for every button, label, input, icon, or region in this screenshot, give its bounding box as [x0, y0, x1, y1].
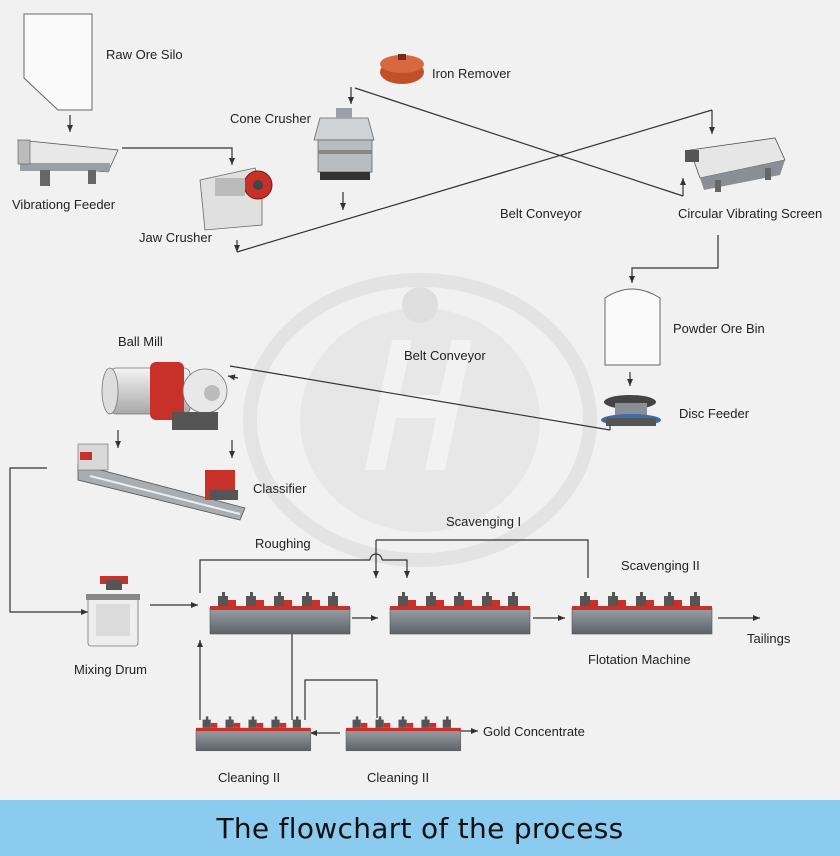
process-flowchart — [9, 13, 786, 752]
ore-bin-icon — [604, 288, 661, 366]
cone-crusher-icon — [313, 108, 375, 180]
label-scavenging-1: Scavenging I — [446, 514, 522, 529]
label-gold-concentrate: Gold Concentrate — [483, 724, 585, 739]
footer-banner: The flowchart of the process — [0, 800, 840, 856]
classifier-icon — [77, 443, 246, 521]
label-raw-ore-silo: Raw Ore Silo — [106, 47, 183, 62]
label-jaw-crusher: Jaw Crusher — [139, 230, 212, 245]
label-cone-crusher: Cone Crusher — [230, 111, 311, 126]
label-mixing-drum: Mixing Drum — [74, 662, 147, 677]
label-disc-feeder: Disc Feeder — [679, 406, 750, 421]
disc-feeder-icon — [601, 395, 661, 426]
vibrating-feeder-icon — [17, 139, 119, 186]
label-belt-conveyor-top: Belt Conveyor — [500, 206, 582, 221]
label-classifier: Classifier — [253, 481, 307, 496]
label-ball-mill: Ball Mill — [118, 334, 163, 349]
watermark-logo — [243, 273, 597, 567]
label-cleaning-left: Cleaning II — [218, 770, 281, 785]
flow-lines — [9, 87, 760, 736]
label-scavenging-2: Scavenging II — [621, 558, 700, 573]
label-roughing: Roughing — [255, 536, 311, 551]
footer-title: The flowchart of the process — [216, 811, 624, 845]
flotation-cell-icon — [195, 591, 713, 752]
iron-remover-icon — [380, 54, 424, 84]
mixing-drum-icon — [86, 576, 140, 647]
label-tailings: Tailings — [747, 631, 791, 646]
silo-icon — [23, 13, 93, 111]
label-cleaning-right: Cleaning II — [367, 770, 430, 785]
label-vibrating-feeder: Vibrationg Feeder — [12, 197, 116, 212]
label-flotation-machine: Flotation Machine — [588, 652, 691, 667]
label-powder-ore-bin: Powder Ore Bin — [673, 321, 765, 336]
label-circular-vibrating-screen: Circular Vibrating Screen — [678, 206, 823, 221]
label-belt-conveyor-mid: Belt Conveyor — [404, 348, 486, 363]
ball-mill-icon — [101, 362, 228, 430]
label-iron-remover: Iron Remover — [432, 66, 511, 81]
jaw-crusher-icon — [199, 167, 273, 231]
vibrating-screen-icon — [685, 137, 786, 192]
